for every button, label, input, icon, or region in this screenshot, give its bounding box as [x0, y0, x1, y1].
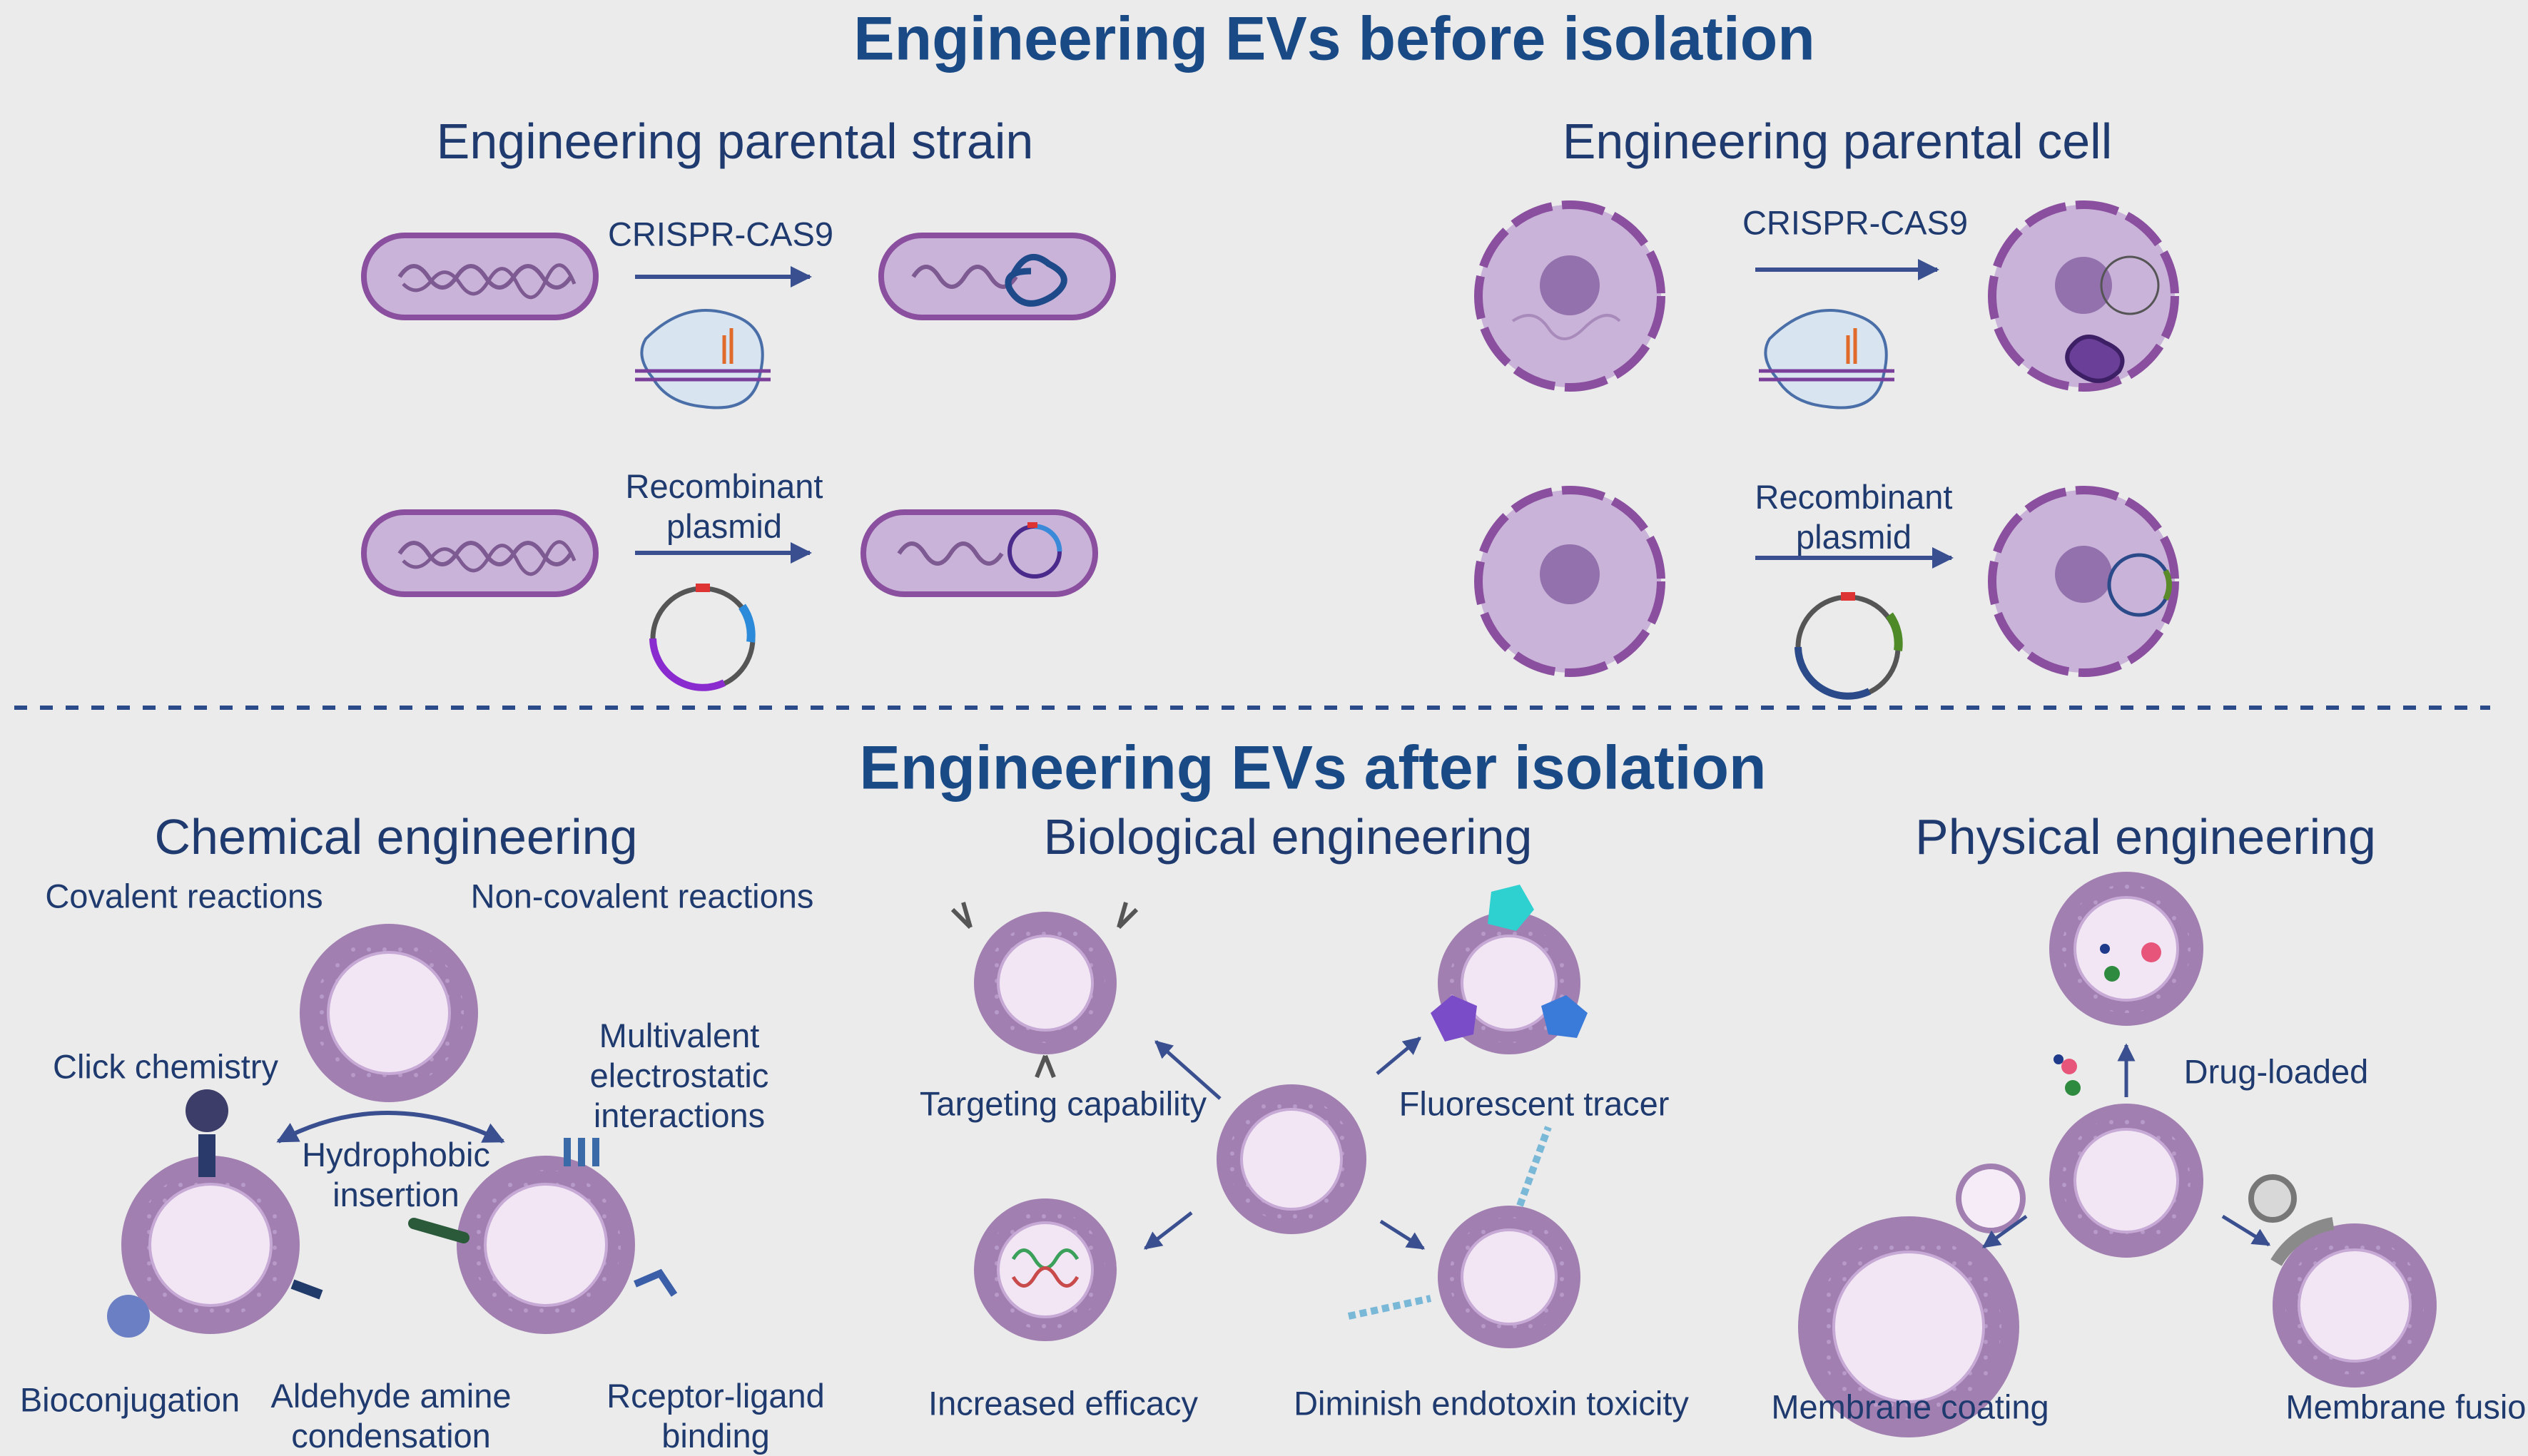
efficacy-label: Increased efficacy	[928, 1384, 1198, 1422]
after-isolation-title: Engineering EVs after isolation	[859, 733, 1767, 803]
bacterium-plasmid-original	[361, 509, 599, 597]
ev-membrane-coating	[1798, 1164, 2026, 1437]
fluorescent-label: Fluorescent tracer	[1398, 1084, 1670, 1123]
covalent-label: Covalent reactions	[45, 877, 323, 915]
parental-strain-title: Engineering parental strain	[436, 113, 1034, 169]
bioconjugation-label: Bioconjugation	[19, 1380, 240, 1419]
phys-arrow-fusion	[2221, 1214, 2271, 1247]
bacterium-crispr-original	[361, 233, 599, 320]
crispr-cas9-complex-icon	[635, 309, 771, 409]
chemical-engineering-title: Chemical engineering	[154, 809, 638, 865]
recombinant-plasmid-cell-icon	[1795, 592, 1903, 700]
ev-fluorescent	[1431, 885, 1588, 1054]
ev-chemical-left	[107, 1089, 323, 1338]
before-isolation-title: Engineering EVs before isolation	[853, 4, 1815, 73]
targeting-label: Targeting capability	[919, 1084, 1207, 1123]
bacterium-plasmid-modified	[861, 509, 1098, 597]
endotoxin-label: Diminish endotoxin toxicity	[1294, 1384, 1689, 1422]
hydrophobic-insertion-arrow	[276, 1111, 505, 1144]
ev-physical-center	[2049, 1104, 2203, 1258]
bio-arrow-endotoxin	[1379, 1219, 1426, 1251]
cell-plasmid-original	[1474, 486, 1665, 677]
recombinant-plasmid-strain-icon	[649, 584, 756, 691]
click-chemistry-label: Click chemistry	[53, 1047, 278, 1086]
crispr-cas9-cell-complex-icon	[1759, 309, 1894, 409]
ev-chemical-top	[300, 924, 478, 1102]
phys-arrow-coating	[1981, 1214, 2028, 1249]
membrane-fusion-label: Membrane fusion	[2285, 1388, 2528, 1426]
bio-arrow-targeting	[1154, 1040, 1222, 1100]
cell-crispr-label: CRISPR-CAS9	[1742, 203, 1969, 242]
membrane-coating-label: Membrane coating	[1771, 1388, 2049, 1426]
ev-membrane-fusion	[2248, 1174, 2437, 1388]
ev-targeting	[950, 902, 1139, 1079]
strain-crispr-label: CRISPR-CAS9	[607, 215, 834, 253]
ev-biological-center	[1217, 1084, 1366, 1234]
bio-arrow-efficacy	[1144, 1211, 1193, 1250]
ev-chemical-right	[408, 1138, 678, 1334]
cell-crispr-modified	[1988, 200, 2179, 392]
ev-endotoxin	[1347, 1126, 1580, 1348]
bio-arrow-fluorescent	[1376, 1037, 1421, 1075]
drug-loaded-label: Drug-loaded	[2183, 1052, 2369, 1091]
biological-engineering-title: Biological engineering	[1043, 809, 1533, 865]
bacterium-crispr-modified	[878, 233, 1116, 320]
physical-engineering-title: Physical engineering	[1915, 809, 2376, 865]
ev-efficacy	[974, 1198, 1117, 1341]
noncovalent-label: Non-covalent reactions	[470, 877, 814, 915]
cell-plasmid-modified	[1988, 486, 2179, 677]
parental-cell-title: Engineering parental cell	[1562, 113, 2113, 169]
ev-drug-loaded	[2049, 872, 2203, 1096]
cell-crispr-original	[1474, 200, 1665, 392]
